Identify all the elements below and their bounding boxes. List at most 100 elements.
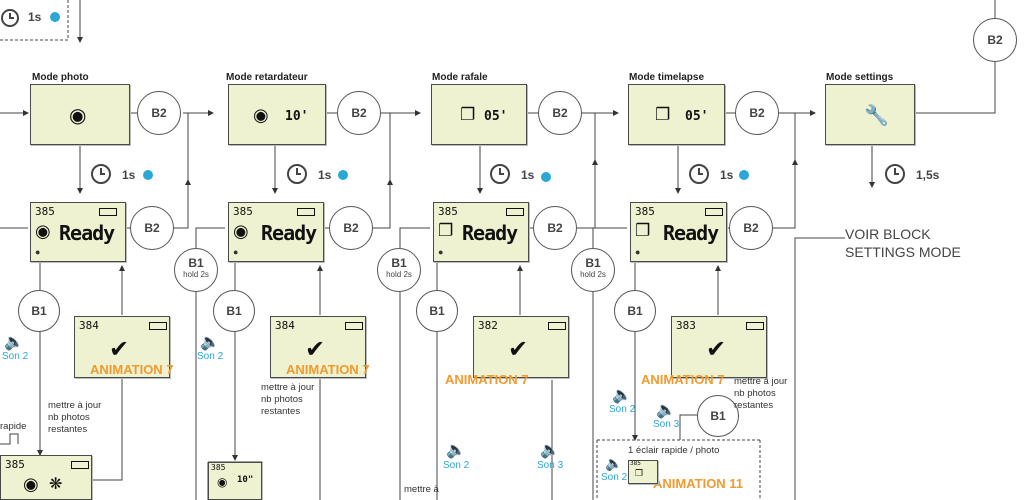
camera-icon: ◉	[35, 221, 51, 242]
b2-button-ready-timelapse[interactable]: B2	[729, 206, 773, 250]
b1-button-timelapse[interactable]: B1	[614, 290, 656, 332]
camera-icon: ◉	[69, 103, 87, 127]
led-dot	[541, 172, 551, 182]
b2-button-ready-rafale[interactable]: B2	[533, 206, 577, 250]
update-note: mettre à jour nb photos restantes	[48, 400, 102, 435]
flash-icon: ❋	[49, 474, 63, 493]
led-dot	[143, 170, 153, 180]
b2-button-ready-photo[interactable]: B2	[130, 206, 174, 250]
photo-count: 383	[676, 319, 696, 332]
update-note: mettre à	[404, 484, 439, 495]
small-screen-timelapse: 385 ❐	[628, 460, 658, 484]
camera-icon: ◉	[23, 474, 39, 495]
speaker-icon: 🔈	[656, 402, 676, 419]
sound-label: Son 2	[2, 351, 29, 362]
led-dot	[338, 170, 348, 180]
clock-icon	[489, 163, 511, 190]
sound-label: Son 3	[653, 419, 680, 430]
timer-photo: 1s	[122, 168, 136, 182]
ready-screen-timelapse: 385 ❐ Ready ●	[630, 202, 727, 262]
speaker-icon: 🔈	[612, 387, 632, 404]
update-note: mettre à jour nb photos restantes	[734, 376, 788, 411]
speaker-icon: 🔈	[446, 442, 466, 459]
update-note: mettre à jour nb photos restantes	[261, 382, 315, 417]
animation-label: ANIMATION 11	[653, 476, 744, 491]
b2-button-timelapse[interactable]: B2	[735, 91, 779, 135]
check-icon: ✔	[508, 335, 529, 363]
photo-count: 385	[233, 205, 253, 218]
camera-timer-icon: ◉	[217, 475, 228, 489]
timer-label: 1s	[28, 10, 42, 24]
delay-value: 10'	[285, 109, 309, 124]
ready-label: Ready	[59, 221, 115, 245]
speaker-icon: 🔈	[540, 442, 560, 459]
ready-screen-retardateur: 385 ◉ Ready ●	[228, 202, 324, 262]
timer-rafale: 1s	[521, 168, 535, 182]
led-dot	[50, 12, 60, 22]
b1-hold-button-retardateur[interactable]: B1 hold 2s	[174, 248, 218, 292]
small-screen-retardateur: 385 ◉ 10"	[208, 462, 262, 500]
b2-button-ready-retardateur[interactable]: B2	[329, 206, 373, 250]
mode-screen-retardateur: ◉ 10'	[228, 84, 326, 145]
photo-count: 385	[211, 463, 226, 472]
photo-count: 385	[5, 458, 25, 471]
sound-label: Son 2	[443, 460, 470, 471]
clock-icon	[286, 163, 308, 190]
sound-label: Son 2	[197, 351, 224, 362]
mode-screen-settings: 🔧	[825, 84, 915, 145]
confirm-screen-timelapse: 383 ✔	[671, 316, 767, 378]
photo-count: 385	[35, 205, 55, 218]
speaker-icon: 🔈	[4, 334, 24, 351]
b1-button-timelapse-burst[interactable]: B1	[697, 395, 739, 437]
b1-hold-button-rafale[interactable]: B1 hold 2s	[377, 248, 421, 292]
check-icon: ✔	[706, 335, 727, 363]
delay-value: 10"	[237, 475, 254, 485]
sound-label: Son 3	[537, 460, 564, 471]
confirm-screen-photo: 384 ✔	[74, 316, 170, 378]
b1-button-retardateur[interactable]: B1	[213, 290, 255, 332]
ready-label: Ready	[462, 221, 518, 245]
photo-count: 385	[438, 205, 458, 218]
animation-label: ANIMATION 7	[445, 372, 529, 387]
ready-label: Ready	[663, 221, 719, 245]
timelapse-icon: ❐	[635, 221, 651, 241]
led-dot	[739, 170, 749, 180]
check-icon: ✔	[109, 335, 130, 363]
settings-reference: VOIR BLOCK SETTINGS MODE	[845, 226, 961, 260]
battery-icon	[746, 322, 764, 330]
b1-button-photo[interactable]: B1	[18, 290, 60, 332]
wifi-icon: ●	[35, 247, 41, 257]
ready-screen-rafale: 385 ❐ Ready ●	[433, 202, 529, 262]
ready-label: Ready	[261, 221, 317, 245]
timer-settings: 1,5s	[916, 168, 940, 182]
battery-icon	[99, 208, 117, 216]
b2-button-settings[interactable]: B2	[973, 18, 1017, 62]
burst-value: 05'	[484, 109, 508, 124]
photo-count: 384	[275, 319, 295, 332]
wifi-icon: ●	[438, 247, 444, 257]
camera-timer-icon: ◉	[253, 105, 269, 126]
confirm-screen-retardateur: 384 ✔	[270, 316, 366, 378]
clock-icon	[884, 163, 906, 190]
wifi-icon: ●	[233, 247, 239, 257]
burst-icon: ❐	[438, 221, 454, 241]
b1-button-rafale[interactable]: B1	[416, 290, 458, 332]
b1-hold-button-timelapse[interactable]: B1 hold 2s	[571, 248, 615, 292]
mode-screen-photo: ◉	[30, 84, 130, 145]
b2-button-rafale[interactable]: B2	[538, 91, 582, 135]
photo-count: 384	[79, 319, 99, 332]
flash-note: 1 éclair rapide / photo	[628, 445, 720, 456]
b2-button-photo[interactable]: B2	[137, 91, 181, 135]
mode-title-retardateur: Mode retardateur	[226, 72, 308, 83]
sound-label: Son 2	[609, 404, 636, 415]
battery-icon	[506, 208, 524, 216]
clock-icon	[0, 8, 20, 33]
b2-button-retardateur[interactable]: B2	[337, 91, 381, 135]
photo-count: 385	[635, 205, 655, 218]
rapide-note: rapide	[0, 421, 27, 432]
battery-icon	[705, 208, 723, 216]
battery-icon	[345, 322, 363, 330]
timelapse-icon: ❐	[655, 105, 671, 125]
camera-timer-icon: ◉	[233, 221, 249, 242]
mode-title-timelapse: Mode timelapse	[629, 72, 705, 83]
